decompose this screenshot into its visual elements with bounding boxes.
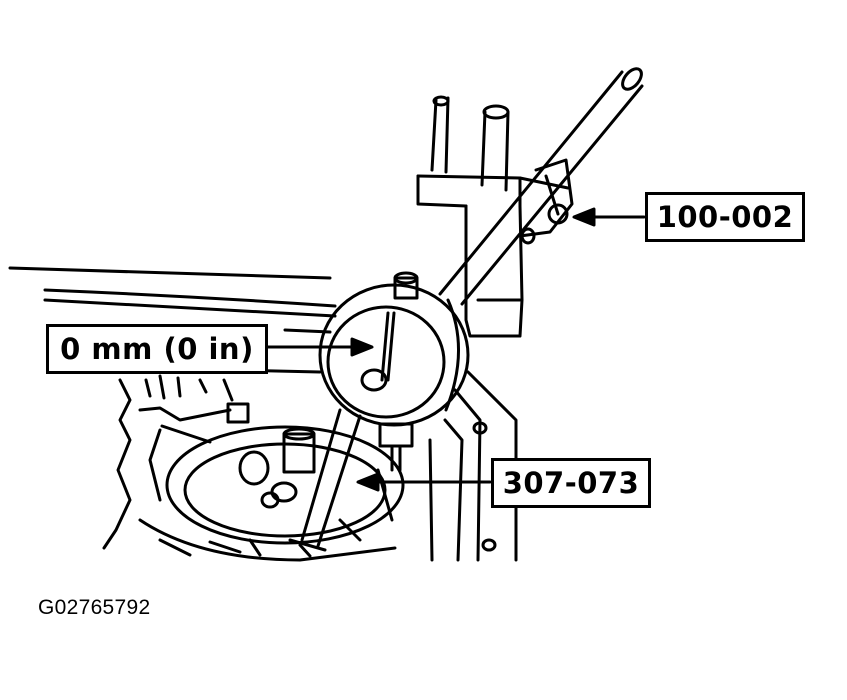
arrow-100-002 <box>572 207 646 227</box>
callout-dial-reading: 0 mm (0 in) <box>46 324 268 374</box>
dial-indicator <box>318 271 470 472</box>
housing-bracket <box>428 370 518 562</box>
indicator-rod <box>438 67 644 306</box>
callout-tool-307-073: 307-073 <box>491 458 651 508</box>
rod-clamp <box>518 158 574 245</box>
leader-arrows <box>266 207 646 492</box>
indicator-holder <box>416 95 570 338</box>
arrow-307-073 <box>356 472 492 492</box>
cylinder-head <box>102 374 405 562</box>
figure-id: G02765792 <box>38 596 151 619</box>
arrow-dial-reading <box>266 337 374 357</box>
callout-tool-100-002: 100-002 <box>645 192 805 242</box>
